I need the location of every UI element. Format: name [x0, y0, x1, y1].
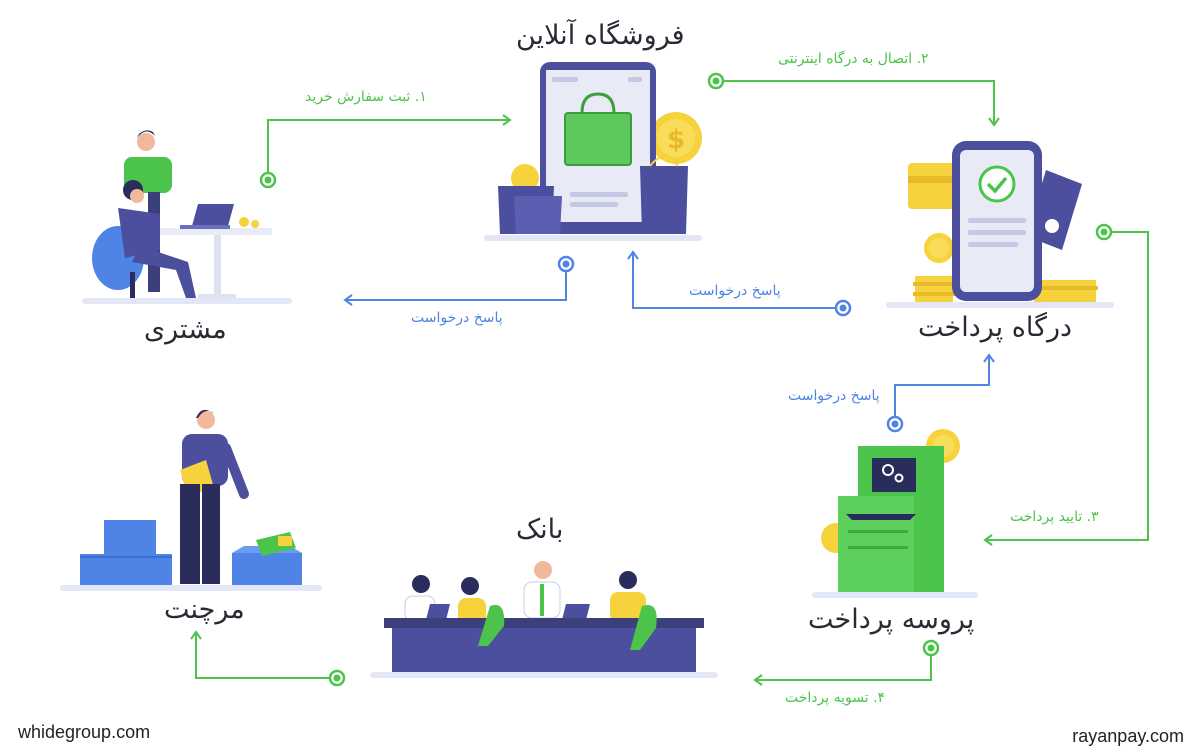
bank-illustration	[370, 561, 718, 678]
online-shop-title: فروشگاه آنلاین	[516, 20, 685, 51]
flow-bank-merchant-connector	[190, 630, 346, 687]
response-shop-customer-label: پاسخ درخواست	[411, 310, 503, 326]
flow-response-shop-customer-connector	[343, 255, 575, 306]
flow-response-gateway-shop-connector	[627, 250, 852, 317]
step3-label: ۳. تایید پرداخت	[1010, 509, 1099, 525]
customer-title: مشتری	[144, 314, 227, 345]
merchant-illustration	[60, 409, 322, 591]
payment-gateway-title: درگاه پرداخت	[918, 312, 1073, 343]
watermark-left: whidegroup.com	[18, 722, 151, 742]
payment-process-illustration	[812, 429, 978, 598]
response-gateway-shop-label: پاسخ درخواست	[689, 283, 781, 299]
flow-step4-connector	[753, 639, 940, 686]
step2-label: ۲. اتصال به درگاه اینترنتی	[778, 51, 929, 67]
bank-title: بانک	[516, 514, 564, 545]
flow-step2-connector	[707, 72, 1000, 127]
step4-label: ۴. تسویه پرداخت	[785, 690, 886, 706]
customer-illustration	[82, 130, 292, 304]
merchant-title: مرچنت	[164, 594, 245, 625]
payment-gateway-illustration	[886, 141, 1114, 308]
payment-process-title: پروسه پرداخت	[808, 604, 975, 635]
response-process-gateway-label: پاسخ درخواست	[788, 388, 880, 404]
online-shop-illustration: $	[484, 62, 702, 241]
flow-step3-connector	[983, 223, 1149, 546]
flow-response-process-gateway-connector	[886, 353, 995, 433]
step1-label: ۱. ثبت سفارش خرید	[305, 89, 427, 105]
watermark-right: rayanpay.com	[1072, 726, 1184, 746]
flow-step1-connector	[259, 114, 512, 189]
svg-text:$: $	[667, 125, 685, 155]
